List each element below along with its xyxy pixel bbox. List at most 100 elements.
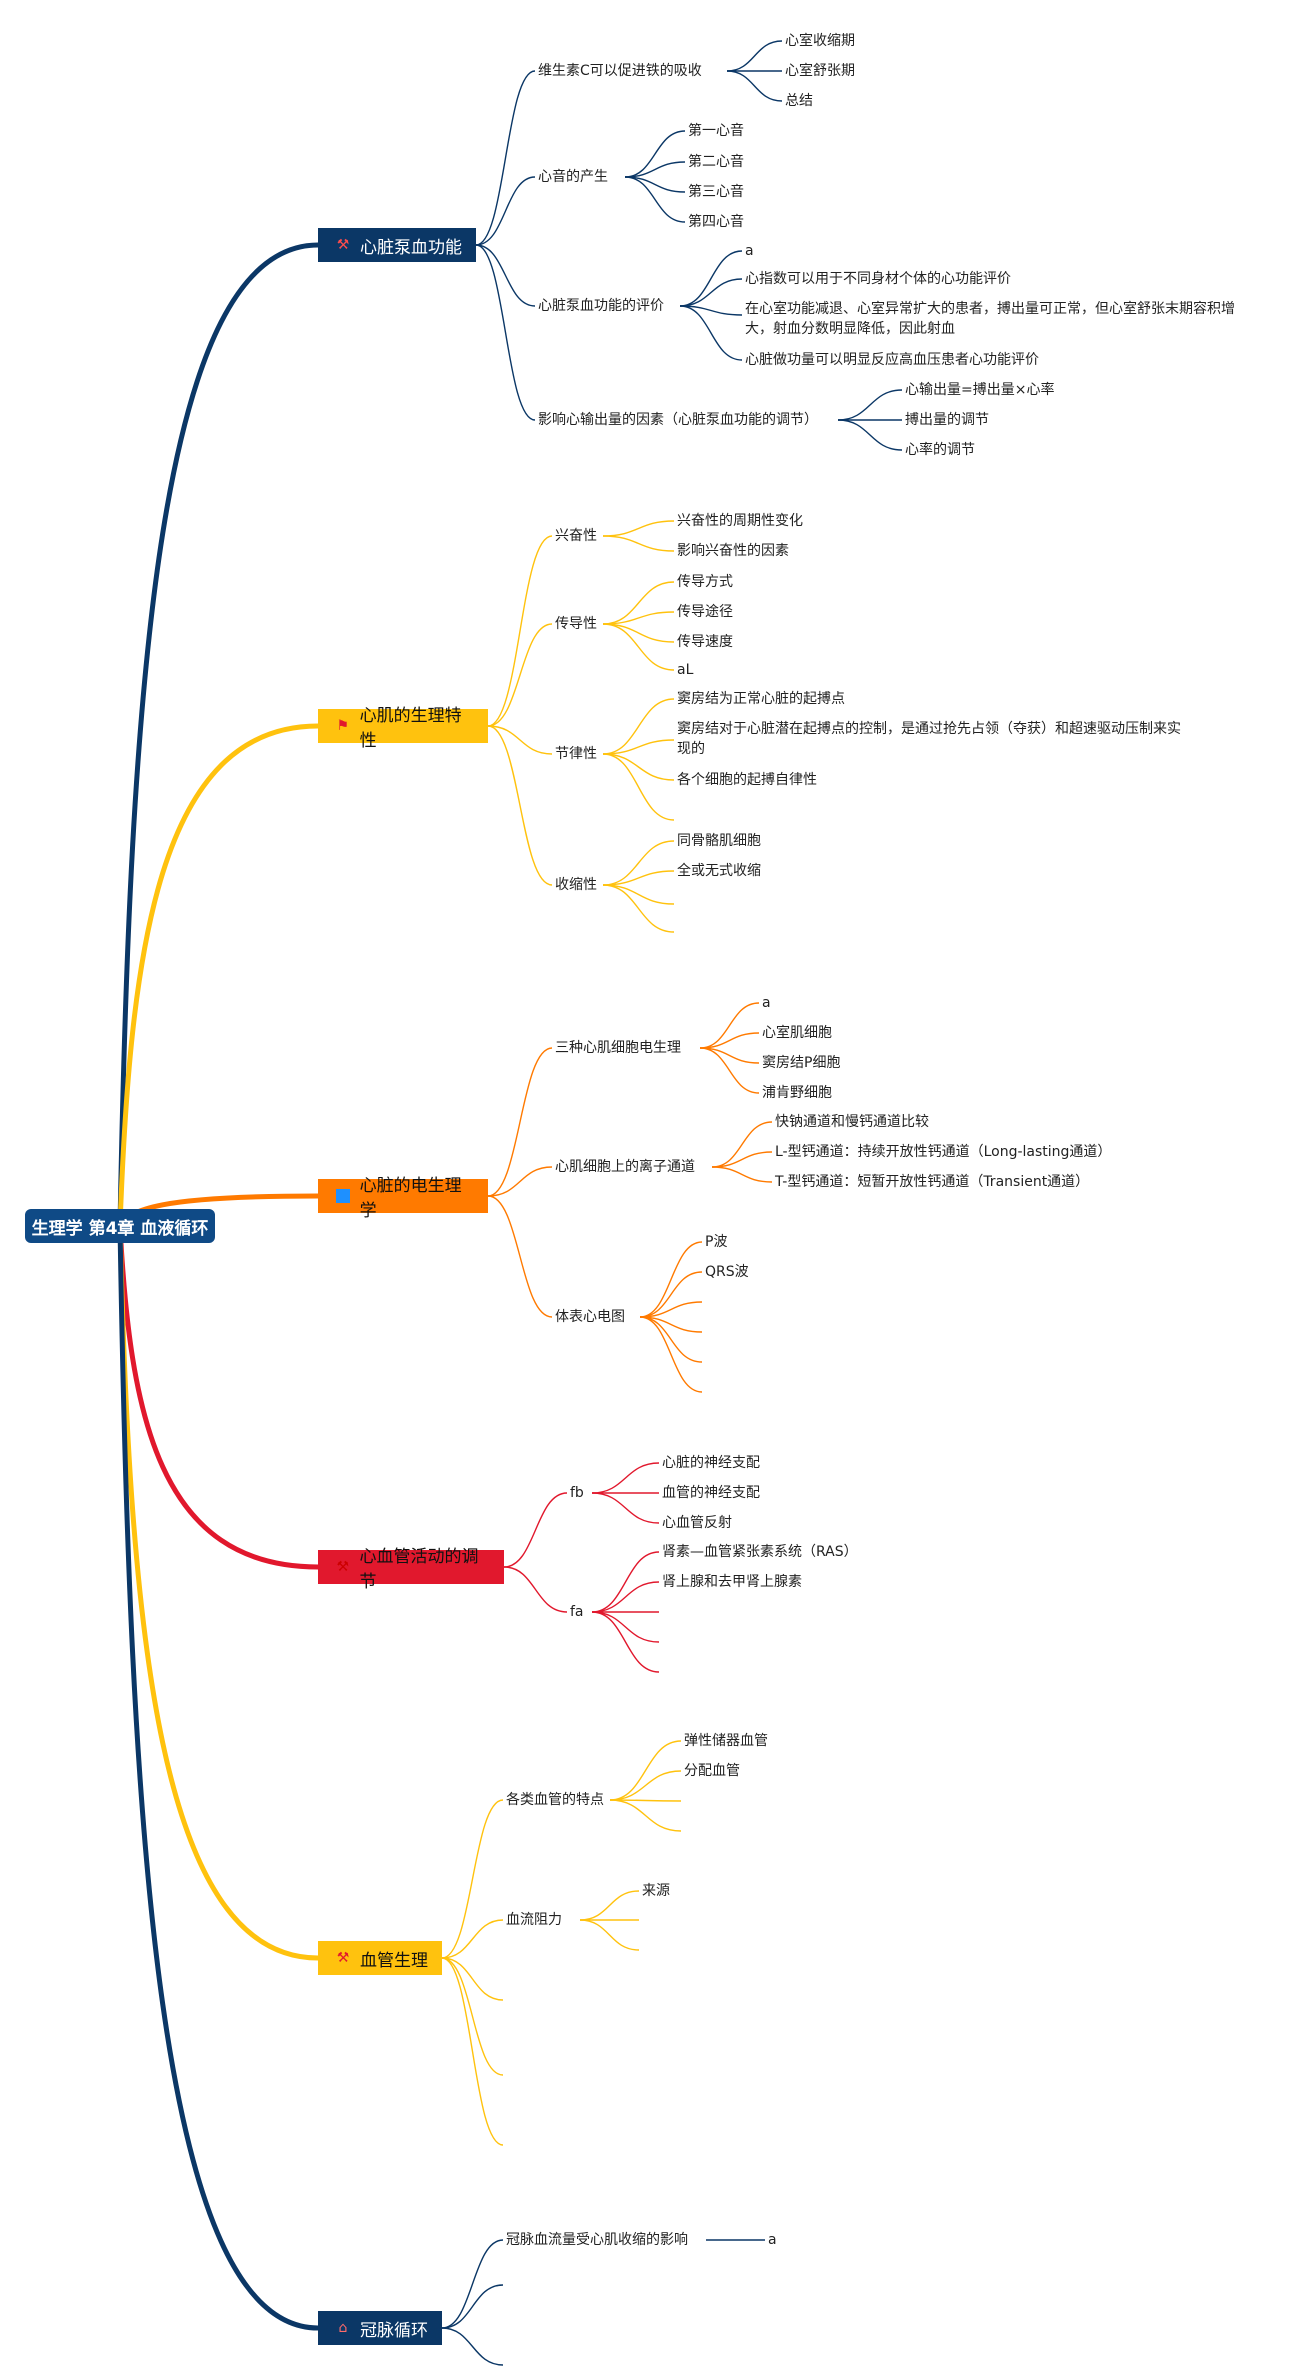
topic-l2[interactable]: 血流阻力 <box>506 1912 562 1928</box>
home-icon: ⌂ <box>338 2320 348 2336</box>
topic-l3[interactable]: 肾素—血管紧张素系统（RAS） <box>662 1544 858 1560</box>
topic-l3[interactable]: a <box>762 995 771 1011</box>
hammer-icon: ⚒ <box>336 1950 350 1966</box>
topic-l3[interactable]: 心率的调节 <box>905 442 975 458</box>
branch-connector <box>624 161 686 178</box>
topic-l3[interactable]: 在心室功能减退、心室异常扩大的患者，搏出量可正常，但心室舒张末期容积增大，射血分… <box>745 301 1235 337</box>
branch-connector <box>441 1957 504 2146</box>
branch-connector <box>591 1581 660 1613</box>
topic-l3[interactable]: 心血管反射 <box>662 1515 732 1531</box>
topic-l3[interactable]: 搏出量的调节 <box>905 412 989 428</box>
branch-connector <box>602 840 675 886</box>
topic-l2[interactable]: 维生素C可以促进铁的吸收 <box>538 63 702 79</box>
branch-connector <box>591 1462 660 1494</box>
topic-l3[interactable]: T-型钙通道：短暂开放性钙通道（Transient通道） <box>775 1174 1090 1190</box>
topic-l3[interactable]: 传导途径 <box>677 604 733 620</box>
topic-l2[interactable]: 节律性 <box>555 746 597 762</box>
topic-l3[interactable]: a <box>745 243 754 259</box>
branch-connector <box>503 1492 568 1568</box>
topic-l3[interactable]: 窦房结对于心脏潜在起搏点的控制，是通过抢先占领（夺获）和超速驱动压制来实现的 <box>677 721 1181 757</box>
topic-l3[interactable]: P波 <box>705 1234 728 1250</box>
topic-l3[interactable]: 心脏的神经支配 <box>662 1455 760 1471</box>
branch-connector <box>837 419 903 451</box>
topic-l2[interactable]: 兴奋性 <box>555 528 597 544</box>
topic-l2[interactable]: fb <box>570 1485 584 1501</box>
trunk-connector <box>117 1225 319 1570</box>
topic-l3[interactable]: 第四心音 <box>688 214 744 230</box>
branch-b2[interactable]: ⚑ 心肌的生理特性 <box>318 706 488 751</box>
topic-l2[interactable]: 各类血管的特点 <box>506 1792 604 1808</box>
branch-connector <box>639 1316 703 1363</box>
branch-connector <box>602 535 675 552</box>
branch-connector <box>699 1002 760 1049</box>
topic-l3[interactable]: 心室肌细胞 <box>762 1025 832 1041</box>
branch-connector <box>624 176 686 223</box>
topic-l3[interactable]: 同骨骼肌细胞 <box>677 833 761 849</box>
root-topic[interactable]: 生理学 第4章 血液循环 <box>25 1209 215 1243</box>
branch-connector <box>579 1919 640 1951</box>
branch-connector <box>503 1566 568 1613</box>
topic-l3[interactable]: 快钠通道和慢钙通道比较 <box>775 1114 929 1130</box>
topic-l3[interactable]: 第三心音 <box>688 184 744 200</box>
topic-l3[interactable]: 来源 <box>642 1883 670 1899</box>
topic-l3[interactable]: 心脏做功量可以明显反应高血压患者心功能评价 <box>745 352 1039 368</box>
topic-l3[interactable]: 第一心音 <box>688 123 744 139</box>
topic-l3[interactable]: 传导方式 <box>677 574 733 590</box>
branch-b5[interactable]: ⚒ 血管生理 <box>318 1941 442 1975</box>
topic-l3[interactable]: 心指数可以用于不同身材个体的心功能评价 <box>745 271 1011 287</box>
topic-l3[interactable]: 窦房结为正常心脏的起搏点 <box>677 691 845 707</box>
topic-l2[interactable]: fa <box>570 1604 584 1620</box>
topic-l3[interactable]: 分配血管 <box>684 1763 740 1779</box>
topic-l3[interactable]: 肾上腺和去甲肾上腺素 <box>662 1574 802 1590</box>
topic-l2[interactable]: 传导性 <box>555 616 597 632</box>
topic-l2[interactable]: 体表心电图 <box>555 1309 625 1325</box>
topic-l2[interactable]: 心音的产生 <box>538 169 608 185</box>
topic-l3[interactable]: 窦房结P细胞 <box>762 1055 841 1071</box>
topic-l3[interactable]: 影响兴奋性的因素 <box>677 543 789 559</box>
topic-l3[interactable]: L-型钙通道：持续开放性钙通道（Long-lasting通道） <box>775 1144 1112 1160</box>
branch-connector <box>639 1241 703 1318</box>
branch-connector <box>602 698 675 755</box>
topic-l3[interactable]: 兴奋性的周期性变化 <box>677 513 803 529</box>
topic-l3[interactable]: 总结 <box>785 93 813 109</box>
topic-l2[interactable]: 影响心输出量的因素（心脏泵血功能的调节） <box>538 412 818 428</box>
branch-connector <box>609 1799 682 1802</box>
trunk-connector <box>117 723 319 1227</box>
branch-connector <box>679 278 743 307</box>
topic-l3[interactable]: 弹性储器血管 <box>684 1733 768 1749</box>
branch-connector <box>711 1121 773 1168</box>
topic-l3[interactable]: 各个细胞的起搏自律性 <box>677 772 817 788</box>
branch-connector <box>475 70 536 246</box>
branch-b1[interactable]: ⚒ 心脏泵血功能 <box>318 228 476 262</box>
branch-connector <box>441 2239 504 2329</box>
topic-l3[interactable]: 传导速度 <box>677 634 733 650</box>
topic-l3[interactable]: 心输出量=搏出量×心率 <box>905 382 1055 398</box>
branch-connector <box>441 1957 504 2001</box>
branch-connector <box>602 870 675 886</box>
branch-b4[interactable]: ⚒ 心血管活动的调节 <box>318 1547 504 1592</box>
branch-connector <box>679 305 743 361</box>
branch-connector <box>602 623 675 671</box>
branch-b3[interactable]: 心脏的电生理学 <box>318 1176 488 1221</box>
topic-l3[interactable]: aL <box>677 662 694 678</box>
trunk-connector <box>117 1225 319 2331</box>
topic-l3[interactable]: a <box>768 2232 777 2248</box>
topic-l3[interactable]: 心室舒张期 <box>785 63 855 79</box>
topic-l3[interactable]: 血管的神经支配 <box>662 1485 760 1501</box>
topic-l3[interactable]: QRS波 <box>705 1264 749 1280</box>
branch-b6[interactable]: ⌂ 冠脉循环 <box>318 2311 442 2345</box>
topic-l3[interactable]: 心室收缩期 <box>785 33 855 49</box>
topic-l2[interactable]: 心脏泵血功能的评价 <box>538 298 664 314</box>
topic-l3[interactable]: 全或无式收缩 <box>677 863 761 879</box>
branch-connector <box>487 725 553 755</box>
branch-connector <box>487 1047 553 1197</box>
topic-l2[interactable]: 收缩性 <box>555 877 597 893</box>
topic-l2[interactable]: 冠脉血流量受心肌收缩的影响 <box>506 2232 688 2248</box>
branch-connector <box>441 2284 504 2329</box>
topic-l2[interactable]: 三种心肌细胞电生理 <box>555 1040 681 1056</box>
branch-connector <box>711 1151 773 1168</box>
topic-l3[interactable]: 第二心音 <box>688 154 744 170</box>
topic-l3[interactable]: 浦肯野细胞 <box>762 1085 832 1101</box>
branch-connector <box>487 535 553 727</box>
topic-l2[interactable]: 心肌细胞上的离子通道 <box>555 1159 695 1175</box>
